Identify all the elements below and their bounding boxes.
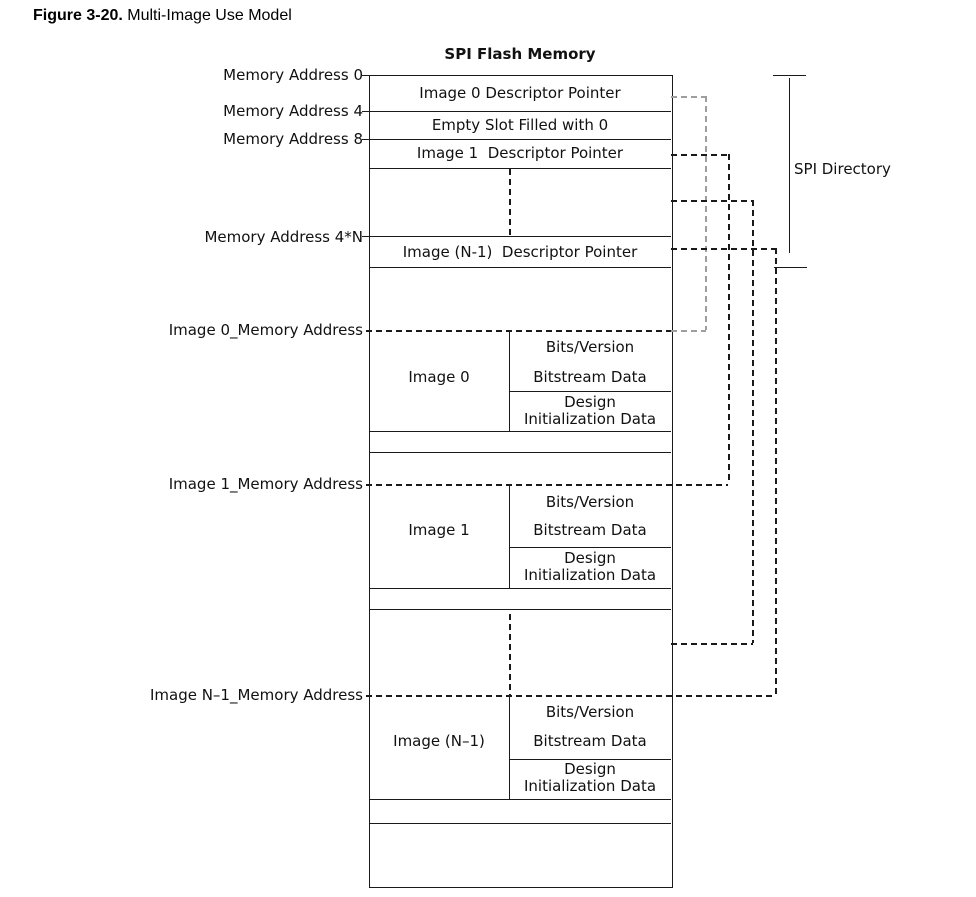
image1-pointer-link-vertical: [728, 154, 730, 484]
middle-pointer-link-top: [671, 200, 753, 202]
image1-memory-address-dashed-line: [366, 484, 728, 486]
middle-pointer-link-vertical: [752, 200, 754, 643]
spi-directory-label: SPI Directory: [794, 160, 891, 178]
imagen-section-bottom-line: [369, 799, 671, 800]
image1-label: Image 1: [408, 521, 470, 539]
label-image0-memory-address: Image 0_Memory Address: [168, 321, 363, 339]
image0-pointer-link-bottom: [671, 330, 706, 332]
label-memory-address-0: Memory Address 0: [223, 66, 363, 84]
row-image0-descriptor-pointer: Image 0 Descriptor Pointer: [419, 84, 621, 102]
gap-row-line-after-image0: [369, 452, 671, 453]
imagen-label: Image (N–1): [393, 732, 485, 750]
label-memory-address-4n: Memory Address 4*N: [204, 228, 363, 246]
imagen-pointer-link-vertical: [775, 248, 777, 695]
middle-ellipsis-divider: [509, 614, 511, 695]
image0-memory-address-dashed-line: [366, 330, 671, 332]
row-line-addr4n: [369, 236, 671, 237]
tick-addr0: [362, 75, 370, 76]
figure-caption: Figure 3-20. Multi-Image Use Model: [33, 6, 292, 26]
imagen-design-divider-line: [509, 759, 671, 760]
image0-bitstream-data: Bitstream Data: [533, 368, 647, 386]
imagen-design-line2: Initialization Data: [523, 777, 657, 795]
row-line-below-image1-pointer: [369, 168, 671, 169]
spi-directory-bracket-stem: [789, 78, 790, 253]
image1-bits-version: Bits/Version: [545, 493, 635, 511]
row-image1-descriptor-pointer: Image 1 Descriptor Pointer: [416, 144, 624, 162]
image0-label: Image 0: [408, 368, 470, 386]
diagram-title: SPI Flash Memory: [444, 45, 596, 63]
image0-bits-version: Bits/Version: [545, 338, 635, 356]
image1-bitstream-data: Bitstream Data: [533, 521, 647, 539]
row-line-below-imagen-pointer: [369, 267, 671, 268]
image1-pointer-link-top: [671, 154, 729, 156]
imagen-bitstream-data: Bitstream Data: [533, 732, 647, 750]
tick-addr8: [362, 139, 370, 140]
spi-directory-bracket-top: [773, 75, 806, 76]
image1-design-line2: Initialization Data: [523, 566, 657, 584]
directory-ellipsis-divider: [509, 169, 511, 236]
image0-pointer-link-top: [671, 96, 706, 98]
row-line-addr4: [369, 111, 671, 112]
image0-pointer-link-vertical: [705, 96, 707, 330]
imagen-bits-version: Bits/Version: [545, 703, 635, 721]
imagen-pointer-link-top: [671, 248, 775, 250]
image1-design-line1: Design: [564, 549, 616, 567]
image0-design-line2: Initialization Data: [523, 410, 657, 428]
image0-design-divider-line: [509, 391, 671, 392]
image1-column-divider: [509, 484, 510, 588]
row-line-addr8: [369, 139, 671, 140]
image0-column-divider: [509, 330, 510, 431]
imagen-memory-address-dashed-line: [366, 695, 775, 697]
row-imagen-descriptor-pointer: Image (N-1) Descriptor Pointer: [402, 243, 638, 261]
middle-pointer-link-bottom: [671, 643, 753, 645]
spi-flash-memory-box: [369, 75, 673, 888]
image0-section-bottom-line: [369, 431, 671, 432]
figure-caption-label: Figure 3-20.: [33, 7, 123, 24]
image1-design-divider-line: [509, 547, 671, 548]
figure-caption-title: Multi-Image Use Model: [127, 7, 292, 24]
image1-section-bottom-line: [369, 588, 671, 589]
gap-row-line-after-imagen: [369, 823, 671, 824]
label-imagen-memory-address: Image N–1_Memory Address: [149, 686, 363, 704]
gap-row-line-after-image1: [369, 609, 671, 610]
label-memory-address-8: Memory Address 8: [223, 130, 363, 148]
image0-design-line1: Design: [564, 393, 616, 411]
tick-addr4n: [362, 236, 370, 237]
spi-directory-bracket-bottom: [774, 267, 807, 268]
imagen-column-divider: [509, 695, 510, 799]
row-empty-slot: Empty Slot Filled with 0: [431, 116, 609, 134]
label-memory-address-4: Memory Address 4: [223, 102, 363, 120]
tick-addr4: [362, 111, 370, 112]
imagen-design-line1: Design: [564, 760, 616, 778]
label-image1-memory-address: Image 1_Memory Address: [168, 475, 363, 493]
